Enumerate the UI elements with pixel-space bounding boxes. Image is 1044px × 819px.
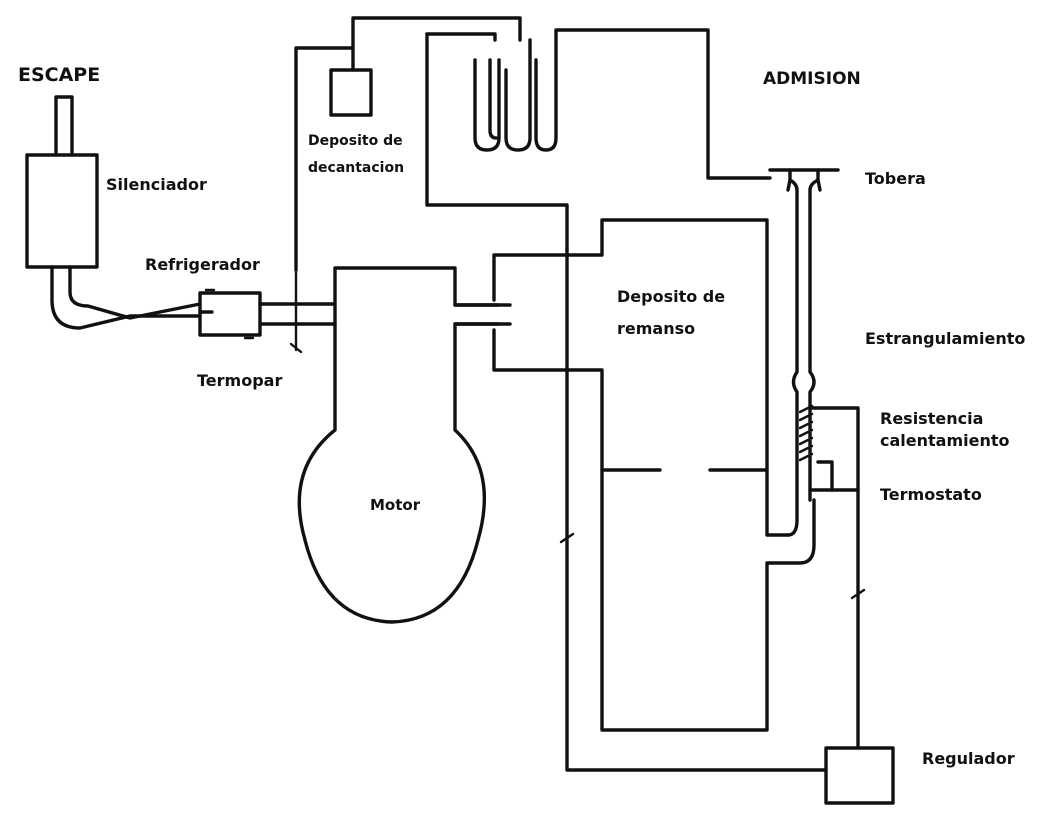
label-resistencia-2: calentamiento bbox=[880, 431, 1010, 450]
label-termopar: Termopar bbox=[197, 371, 282, 390]
label-tobera: Tobera bbox=[865, 169, 926, 188]
termopar-wire bbox=[289, 268, 303, 354]
intake-pipe bbox=[453, 218, 790, 537]
label-deposito-decantacion-1: Deposito de bbox=[308, 133, 403, 149]
decantation-line bbox=[294, 16, 522, 272]
label-resistencia-1: Resistencia bbox=[880, 409, 983, 428]
label-deposito-remanso-1: Deposito de bbox=[617, 287, 725, 306]
label-motor: Motor bbox=[370, 496, 421, 514]
regulador-line bbox=[565, 248, 828, 772]
escape-pipe bbox=[54, 95, 74, 157]
exhaust-pipe-to-motor bbox=[258, 302, 337, 326]
cooler-marks bbox=[204, 288, 255, 340]
label-estrangulamiento: Estrangulamiento bbox=[865, 329, 1025, 348]
label-admision: ADMISION bbox=[763, 69, 861, 89]
regulador-wire-mark bbox=[559, 532, 575, 544]
deposito-remanso-tank bbox=[565, 368, 816, 732]
manometer-tubes bbox=[425, 28, 772, 252]
resistencia-coil bbox=[798, 404, 814, 462]
regulador-box bbox=[824, 746, 895, 805]
refrigerador-box bbox=[198, 291, 262, 337]
label-termostato: Termostato bbox=[880, 485, 982, 504]
label-deposito-remanso-2: remanso bbox=[617, 319, 695, 338]
deposito-decantacion-box bbox=[329, 68, 373, 117]
label-silenciador: Silenciador bbox=[106, 175, 207, 194]
label-refrigerador: Refrigerador bbox=[145, 255, 260, 274]
exhaust-pipe-to-cooler bbox=[50, 265, 214, 330]
termostato-wiring bbox=[808, 406, 866, 750]
silenciador-box bbox=[25, 153, 99, 269]
tobera-tube bbox=[768, 168, 840, 537]
label-escape: ESCAPE bbox=[18, 64, 100, 86]
label-regulador: Regulador bbox=[922, 749, 1015, 768]
label-deposito-decantacion-2: decantacion bbox=[308, 160, 404, 176]
motor-body bbox=[297, 266, 512, 624]
